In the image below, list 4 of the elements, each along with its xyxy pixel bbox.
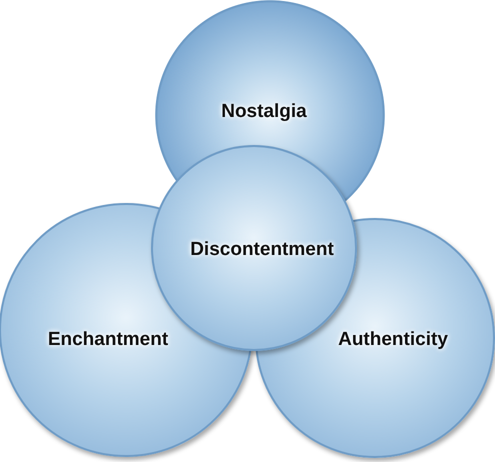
circle-label: Discontentment <box>190 239 334 261</box>
circle-label: Authenticity <box>338 329 448 351</box>
circle-label: Enchantment <box>48 329 168 351</box>
circle-label: Nostalgia <box>221 101 307 123</box>
